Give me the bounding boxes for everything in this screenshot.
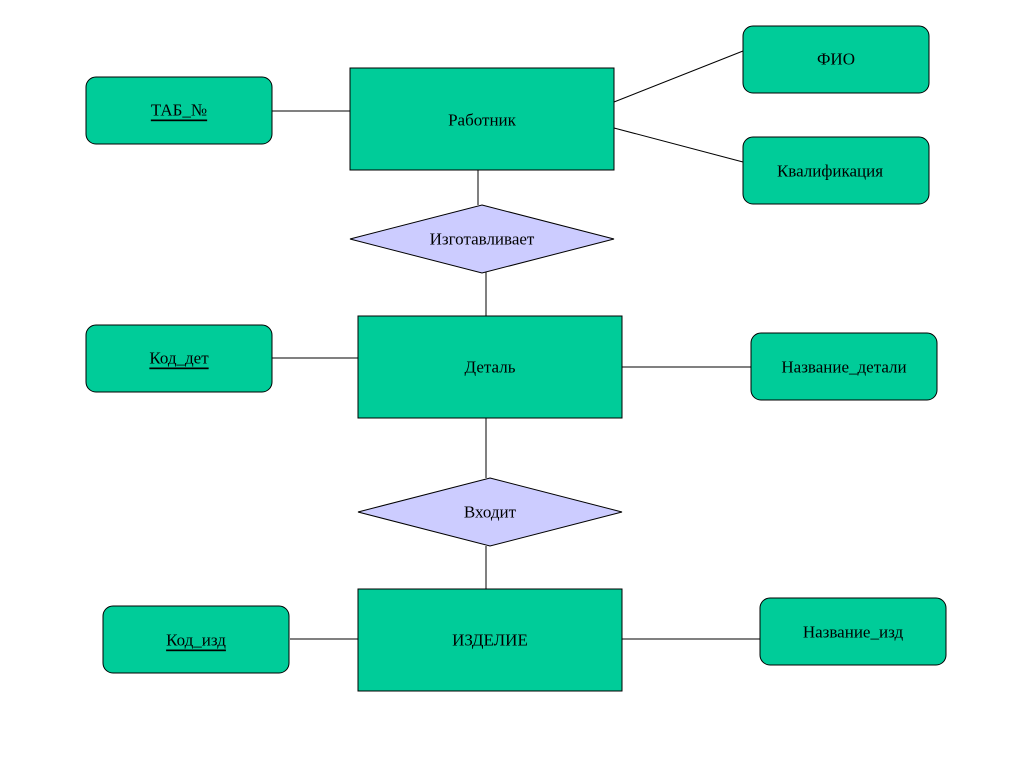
entity-worker-label: Работник: [448, 111, 517, 130]
entity-part-label: Деталь: [465, 358, 516, 377]
relationship-belongs-to: Входит: [357, 477, 623, 547]
attribute-full-name-label: ФИО: [817, 50, 855, 69]
entity-product: ИЗДЕЛИЕ: [357, 588, 623, 692]
attribute-full-name: ФИО: [742, 25, 930, 94]
entity-worker: Работник: [349, 67, 615, 171]
connector-worker-qualification: [613, 127, 744, 163]
attribute-part-code: Код_дет: [85, 324, 273, 393]
attribute-part-name: Название_детали: [750, 332, 938, 401]
attribute-part-code-label: Код_дет: [149, 349, 209, 368]
relationship-belongs-to-label: Входит: [464, 503, 517, 522]
attribute-product-code: Код_изд: [102, 605, 290, 674]
relationship-manufactures: Изготавливает: [349, 204, 615, 274]
entity-part: Деталь: [357, 315, 623, 419]
attribute-qualification: Квалификация: [742, 136, 930, 205]
attribute-tab-no-label: ТАБ_№: [151, 101, 207, 120]
connector-worker-fio: [613, 50, 744, 103]
entity-product-label: ИЗДЕЛИЕ: [452, 631, 528, 650]
attribute-part-name-label: Название_детали: [781, 358, 906, 377]
attribute-product-name: Название_изд: [759, 597, 947, 666]
attribute-product-name-label: Название_изд: [803, 623, 904, 642]
attribute-tab-no: ТАБ_№: [85, 76, 273, 145]
relationship-manufactures-label: Изготавливает: [430, 230, 535, 249]
attribute-qualification-label: Квалификация: [777, 162, 883, 181]
attribute-product-code-label: Код_изд: [166, 631, 226, 650]
